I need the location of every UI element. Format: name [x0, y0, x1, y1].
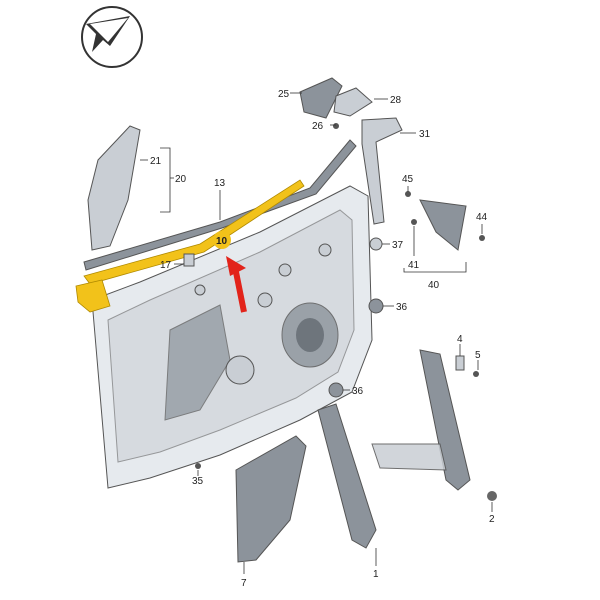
clip-17-icon: [183, 253, 195, 267]
callout-28: 28: [390, 95, 402, 106]
highlighted-seal-10: [75, 179, 305, 313]
callout-1: 1: [373, 569, 379, 580]
screw-5-icon: [473, 371, 479, 377]
door-shell: [91, 185, 373, 489]
callout-36a: 36: [396, 302, 408, 313]
callout-36b: 36: [352, 386, 364, 397]
clip-4-icon: [455, 355, 465, 371]
callout-2: 2: [489, 514, 495, 525]
callout-5: 5: [475, 350, 481, 361]
callout-26: 26: [312, 121, 324, 132]
red-arrow-icon: [226, 256, 247, 313]
callout-7: 7: [241, 578, 247, 589]
vehicle-logo-icon: [81, 6, 143, 68]
callout-31: 31: [419, 129, 431, 140]
callout-45: 45: [402, 174, 414, 185]
mirror-bracket-28: [333, 87, 373, 117]
callout-41: 41: [408, 260, 420, 271]
grommet-37-icon: [369, 237, 383, 251]
grommet-36a-icon: [368, 298, 384, 314]
callout-17: 17: [160, 260, 172, 271]
window-regulator-1: [317, 349, 471, 549]
callout-37: 37: [392, 240, 404, 251]
callout-13: 13: [214, 178, 226, 189]
nut-2-icon: [487, 491, 497, 501]
callout-labels: 25 28 26 31 21 20 13 10 17 37 36 36 45 4…: [150, 89, 495, 589]
clip-41-icon: [411, 219, 417, 225]
highlight-badge-10: [213, 231, 231, 249]
callout-44: 44: [476, 212, 488, 223]
callout-20: 20: [175, 174, 187, 185]
pillar-trim: [87, 125, 141, 251]
screw-44-icon: [479, 235, 485, 241]
inner-panel-7: [235, 435, 307, 563]
mirror-cover-25: [299, 77, 343, 119]
triangle-trim-40: [419, 199, 467, 251]
callout-35: 35: [192, 476, 204, 487]
leader-lines: [140, 92, 493, 574]
window-seal-13: [83, 139, 357, 271]
callout-40: 40: [428, 280, 440, 291]
screw-35-icon: [195, 463, 201, 469]
callout-25: 25: [278, 89, 290, 100]
callout-21: 21: [150, 156, 162, 167]
grommet-36b-icon: [328, 382, 344, 398]
callout-4: 4: [457, 334, 463, 345]
screw-26-icon: [333, 123, 339, 129]
callout-10: 10: [216, 236, 228, 247]
frame-trim-31: [361, 117, 403, 225]
clip-45-icon: [405, 191, 411, 197]
